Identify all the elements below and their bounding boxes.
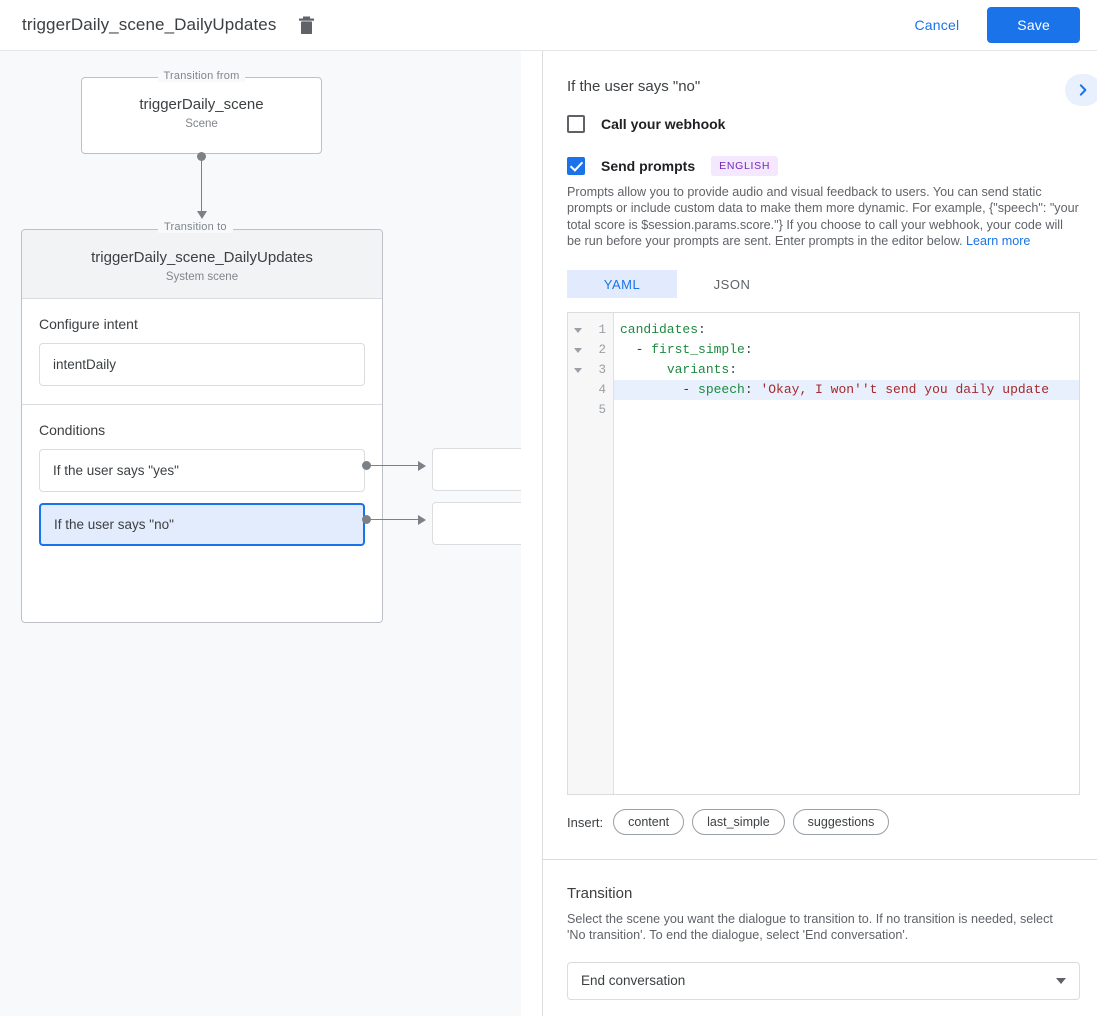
send-prompts-row[interactable]: Send prompts ENGLISH bbox=[543, 156, 1097, 176]
insert-chip-last-simple[interactable]: last_simple bbox=[692, 809, 785, 836]
node-to-header: triggerDaily_scene_DailyUpdates System s… bbox=[22, 230, 382, 299]
call-webhook-row[interactable]: Call your webhook bbox=[543, 115, 1097, 133]
detail-panel: If the user says "no" Call your webhook … bbox=[543, 51, 1097, 1016]
target-node-stub-yes[interactable] bbox=[432, 448, 521, 491]
format-tabs: YAML JSON bbox=[567, 270, 1097, 299]
chevron-right-icon bbox=[1079, 84, 1087, 96]
insert-row: Insert: content last_simple suggestions bbox=[567, 809, 1097, 836]
editor-code-line[interactable]: variants: bbox=[666, 362, 738, 378]
node-to-subtitle: System scene bbox=[165, 271, 239, 283]
learn-more-link[interactable]: Learn more bbox=[966, 233, 1031, 248]
transition-select[interactable]: End conversation bbox=[567, 961, 1080, 1000]
conditions-label: Conditions bbox=[39, 422, 106, 438]
editor-code-line[interactable]: candidates: bbox=[620, 322, 706, 338]
node-to-legend: Transition to bbox=[158, 221, 233, 233]
condition-no-edge-line bbox=[370, 519, 422, 520]
node-from-subtitle: Scene bbox=[185, 118, 218, 130]
editor-code-line[interactable]: - first_simple: bbox=[620, 342, 753, 358]
tab-yaml[interactable]: YAML bbox=[567, 270, 677, 299]
send-prompts-checkbox[interactable] bbox=[567, 157, 585, 175]
save-button[interactable]: Save bbox=[987, 7, 1080, 43]
fold-triangle-icon[interactable] bbox=[574, 347, 582, 353]
language-badge: ENGLISH bbox=[711, 156, 779, 176]
editor-line-number: 3 bbox=[568, 360, 613, 380]
editor-line-number: 4 bbox=[598, 383, 606, 398]
fold-triangle-icon[interactable] bbox=[574, 367, 582, 373]
canvas-gutter bbox=[521, 51, 542, 1016]
condition-yes-edge-dot bbox=[362, 461, 371, 470]
tab-json[interactable]: JSON bbox=[713, 276, 751, 292]
transition-select-value: End conversation bbox=[581, 973, 686, 989]
editor-code-line[interactable] bbox=[614, 400, 1079, 420]
editor-code-area[interactable]: candidates: - first_simple: variants: - … bbox=[614, 313, 1079, 794]
editor-line-number: 1 bbox=[568, 320, 613, 340]
node-to-title: triggerDaily_scene_DailyUpdates bbox=[91, 249, 313, 266]
editor-line-number: 5 bbox=[598, 403, 606, 418]
edge-line-vertical bbox=[201, 157, 202, 213]
prompts-description: Prompts allow you to provide audio and v… bbox=[543, 176, 1097, 249]
prompts-description-text: Prompts allow you to provide audio and v… bbox=[567, 185, 1079, 248]
edge-arrow-down-icon bbox=[197, 211, 207, 219]
target-node-stub-no[interactable] bbox=[432, 502, 521, 545]
edge-source-dot bbox=[197, 152, 206, 161]
section-divider bbox=[22, 404, 382, 405]
node-transition-from[interactable]: Transition from triggerDaily_scene Scene bbox=[81, 70, 322, 154]
chevron-down-icon bbox=[1056, 977, 1066, 984]
editor-code-line[interactable]: - speech: 'Okay, I won''t send you daily… bbox=[614, 380, 1079, 401]
condition-yes-edge-line bbox=[370, 465, 422, 466]
condition-no-arrow-icon bbox=[418, 515, 426, 525]
fold-triangle-icon[interactable] bbox=[574, 327, 582, 333]
intent-field[interactable]: intentDaily bbox=[39, 343, 365, 386]
call-webhook-checkbox[interactable] bbox=[567, 115, 585, 133]
node-from-legend: Transition from bbox=[157, 70, 246, 82]
send-prompts-label: Send prompts bbox=[601, 158, 696, 174]
editor-line-number: 2 bbox=[568, 340, 613, 360]
node-from-title: triggerDaily_scene bbox=[139, 96, 264, 113]
transition-title: Transition bbox=[567, 885, 633, 903]
delete-button[interactable] bbox=[292, 11, 320, 39]
insert-chip-suggestions[interactable]: suggestions bbox=[792, 809, 890, 836]
condition-item-yes[interactable]: If the user says "yes" bbox=[39, 449, 365, 492]
flow-canvas[interactable]: Transition from triggerDaily_scene Scene… bbox=[0, 51, 521, 1016]
condition-yes-arrow-icon bbox=[418, 461, 426, 471]
configure-intent-section: Configure intent intentDaily bbox=[22, 299, 382, 386]
cancel-button[interactable]: Cancel bbox=[901, 8, 974, 42]
transition-section-divider bbox=[543, 859, 1097, 861]
insert-label: Insert: bbox=[567, 814, 604, 830]
condition-no-edge-dot bbox=[362, 515, 371, 524]
expand-panel-button[interactable] bbox=[1065, 74, 1097, 106]
topbar-actions: Cancel Save bbox=[901, 7, 1097, 43]
panel-divider bbox=[542, 51, 543, 1016]
insert-chip-content[interactable]: content bbox=[613, 809, 685, 836]
configure-intent-label: Configure intent bbox=[39, 316, 138, 332]
conditions-section: Conditions If the user says "yes" If the… bbox=[22, 405, 382, 546]
trash-icon bbox=[298, 16, 314, 34]
page-title: triggerDaily_scene_DailyUpdates bbox=[22, 15, 277, 34]
call-webhook-label: Call your webhook bbox=[601, 116, 726, 132]
top-app-bar: triggerDaily_scene_DailyUpdates Cancel S… bbox=[0, 0, 1097, 51]
node-transition-to[interactable]: triggerDaily_scene_DailyUpdates System s… bbox=[21, 229, 383, 623]
detail-panel-title: If the user says "no" bbox=[567, 78, 701, 95]
transition-description: Select the scene you want the dialogue t… bbox=[567, 912, 1053, 943]
detail-panel-header: If the user says "no" bbox=[543, 51, 1097, 95]
condition-item-no[interactable]: If the user says "no" bbox=[39, 503, 365, 546]
